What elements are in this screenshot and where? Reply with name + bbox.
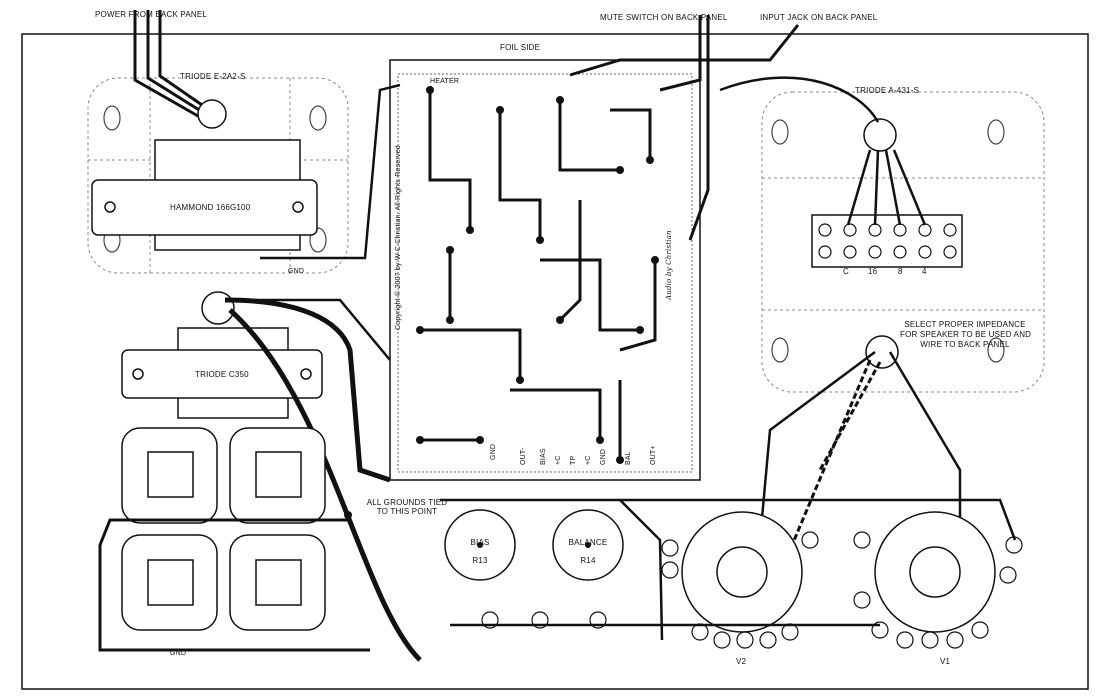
terminal-label-4: 4 (922, 267, 927, 276)
terminal-strip (811, 214, 963, 268)
label-bias-ref: R13 (472, 556, 488, 565)
pcb-traces (420, 90, 657, 460)
terminal-label-8: 8 (898, 267, 903, 276)
potentiometers (444, 509, 624, 581)
grommet-output (863, 118, 897, 152)
grommet-speaker (865, 335, 899, 369)
power-transformer (91, 139, 318, 251)
ground-point (344, 511, 352, 519)
label-foil-side: FOIL SIDE (500, 43, 541, 52)
harness-loop-left (98, 518, 370, 652)
pad-label-gnd: GND (490, 443, 497, 460)
note-grounds-1: ALL GROUNDS TIED (366, 498, 448, 507)
board-signature: Audio by Christian (665, 230, 673, 300)
mount-holes (103, 105, 1005, 363)
output-tube-sockets (681, 511, 996, 633)
label-tube-v2: V2 (736, 657, 747, 666)
label-mute-switch: MUTE SWITCH ON BACK PANEL (600, 13, 728, 22)
pcb-board (389, 59, 701, 481)
tube-sockets-left (121, 427, 326, 631)
pad-label-out-plus: OUT+ (650, 445, 657, 465)
terminal-label-c: C (843, 267, 849, 276)
note-impedance-2: FOR SPEAKER TO BE USED AND (900, 330, 1032, 339)
note-impedance-3: WIRE TO BACK PANEL (920, 340, 1010, 349)
label-power-transformer-mount: TRIODE E-2A2-S (180, 72, 246, 81)
output-transformer-mount-outline (761, 91, 1045, 393)
terminal-label-16: 16 (868, 267, 878, 276)
label-balance-ref: R14 (580, 556, 596, 565)
label-bias-pot: BIAS (470, 538, 490, 547)
label-balance-pot: BALANCE (568, 538, 608, 547)
label-tube-v1: V1 (940, 657, 951, 666)
label-heater: HEATER (430, 78, 460, 85)
pcb-pads (416, 86, 659, 464)
label-choke: TRIODE C350 (195, 370, 249, 379)
signal-wires-top (569, 15, 800, 241)
harness-bottom (440, 498, 1017, 641)
pad-label-bias: BIAS (540, 448, 547, 465)
wire-to-board (232, 83, 401, 361)
note-impedance-1: SELECT PROPER IMPEDANCE (904, 320, 1026, 329)
power-wires (133, 10, 219, 122)
pad-label-gnd2: GND (600, 448, 607, 465)
output-wires (719, 76, 962, 545)
chassis-outline (21, 33, 1089, 690)
label-output-transformer: TRIODE A-431-S (855, 86, 920, 95)
note-grounds-2: TO THIS POINT (376, 507, 438, 516)
grommet-power (197, 99, 227, 129)
dashed-wires (788, 359, 882, 551)
label-power-transformer: HAMMOND 166G100 (170, 203, 251, 212)
pad-label-out-minus: OUT- (520, 447, 527, 465)
pad-label-bal: BAL (625, 451, 632, 465)
pad-label-c2: +C (585, 455, 592, 465)
pad-label-c1: +C (555, 455, 562, 465)
grommet-center (201, 291, 235, 325)
label-power-from-back-panel: POWER FROM BACK PANEL (95, 10, 208, 19)
board-copyright: Copyright © 2007 by W C Christian. All R… (395, 145, 402, 330)
pad-label-tp: TP (570, 455, 577, 465)
label-gnd-bottom: GND (170, 650, 187, 657)
label-input-jack: INPUT JACK ON BACK PANEL (760, 13, 878, 22)
label-gnd-top: GND (288, 268, 305, 275)
